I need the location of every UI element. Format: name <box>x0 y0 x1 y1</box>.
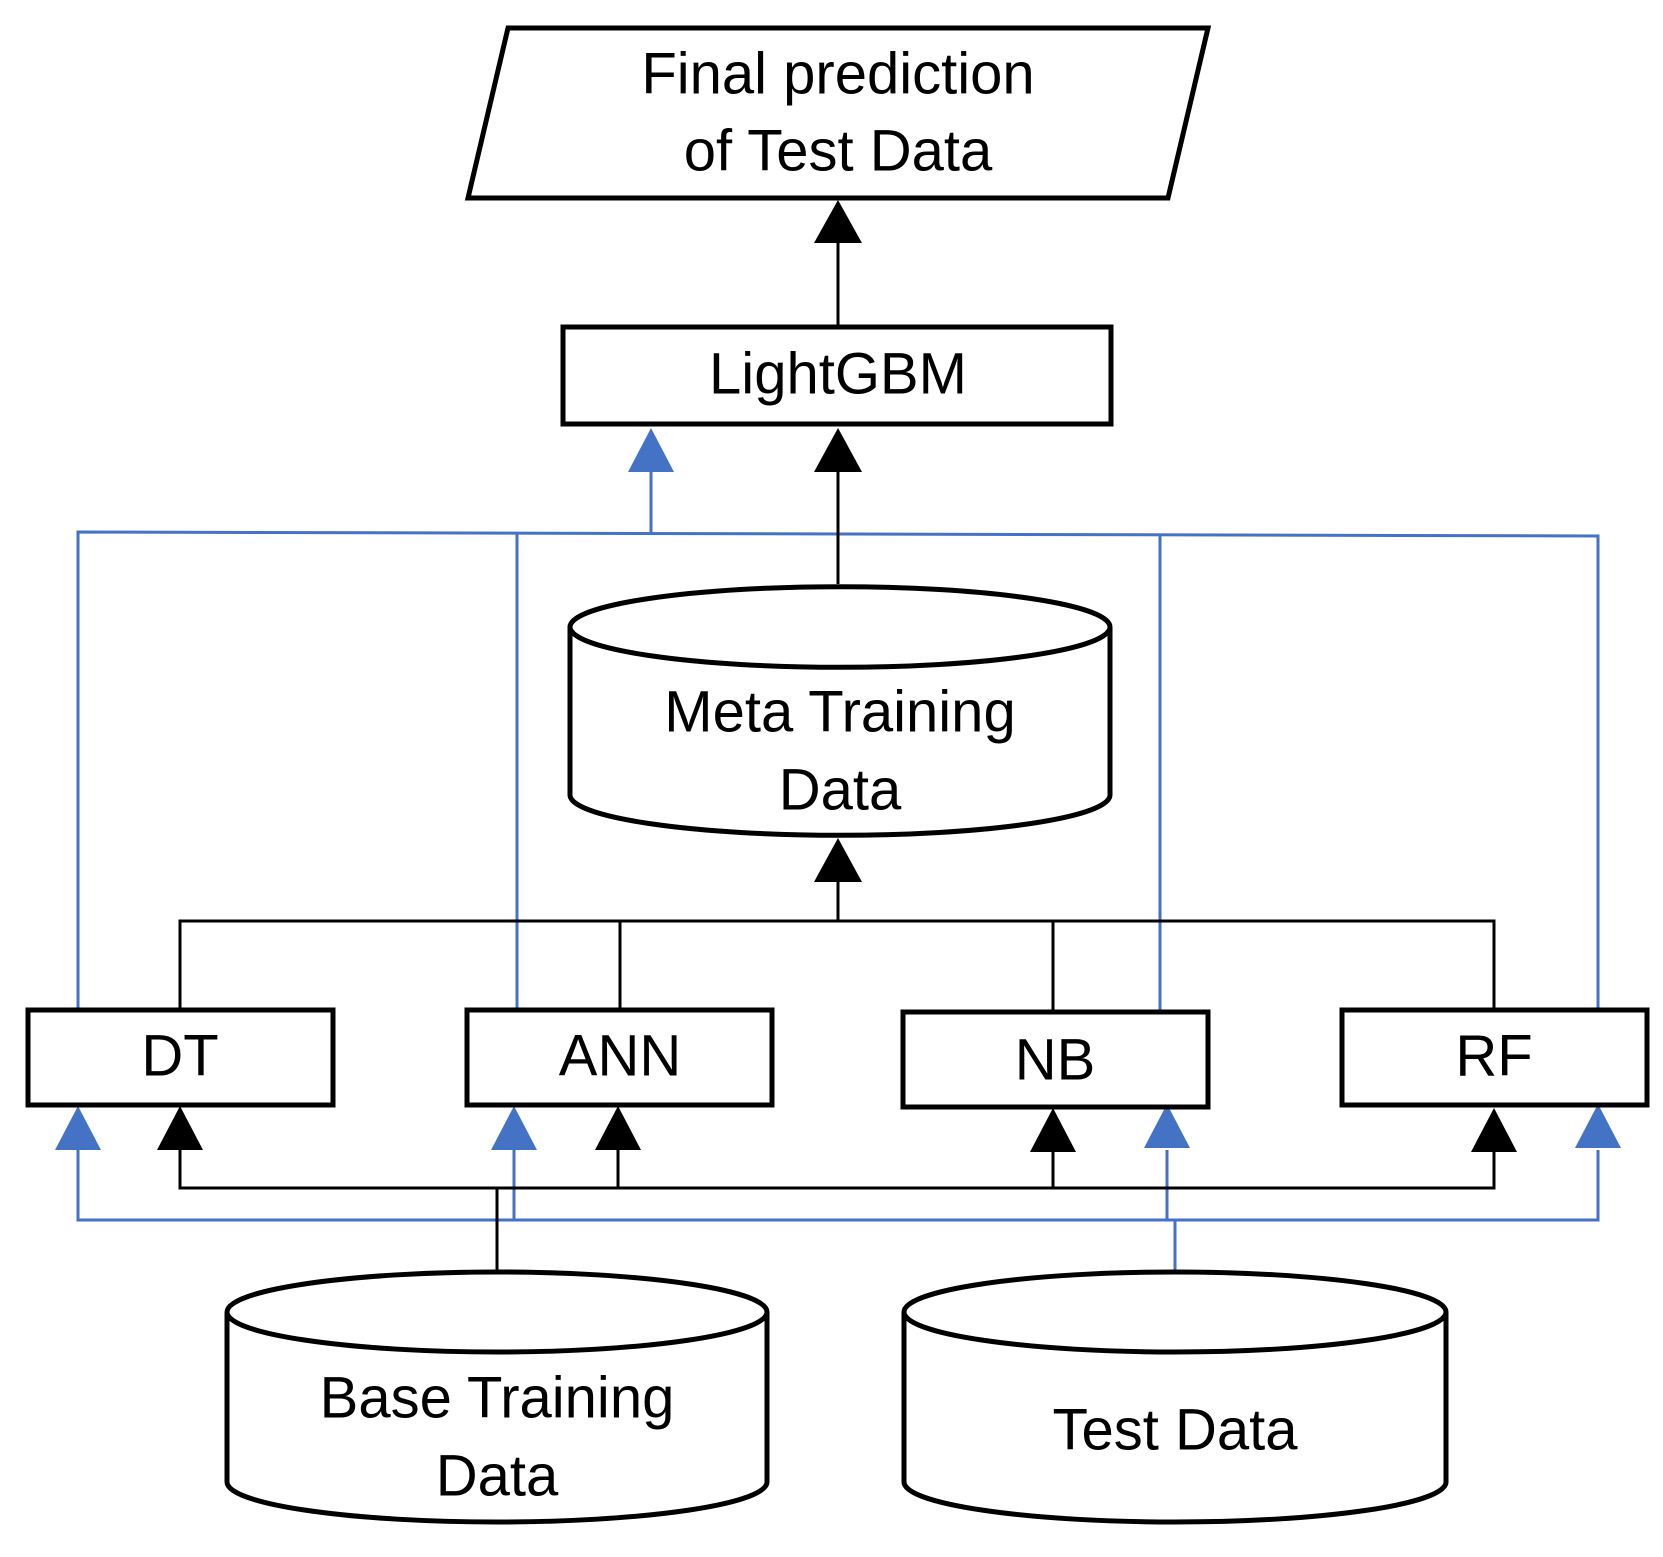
base-model-nb: NB <box>900 1009 1211 1110</box>
test-input-bus <box>76 1150 1600 1222</box>
meta-training-data-label-line1: Meta Training <box>664 679 1015 744</box>
base-training-data-label-line1: Base Training <box>320 1365 675 1430</box>
meta-training-data-node: Meta Training Data <box>567 584 1113 838</box>
arrow-up-icon <box>491 1106 537 1150</box>
rf-label: RF <box>1455 1023 1532 1088</box>
training-flow-lines <box>178 240 1496 1270</box>
base-training-data-node: Base Training Data <box>224 1269 770 1525</box>
base-model-ann: ANN <box>464 1007 775 1108</box>
base-training-data-label-line2: Data <box>436 1443 559 1508</box>
arrow-up-icon <box>814 200 862 243</box>
arrow-up-icon <box>157 1106 203 1150</box>
arrow-up-icon <box>1575 1104 1621 1148</box>
arrow-up-icon <box>1471 1108 1517 1152</box>
meta-training-data-label-line2: Data <box>779 757 902 822</box>
test-data-node: Test Data <box>901 1269 1449 1525</box>
arrowheads <box>55 200 1621 1152</box>
final-prediction-label-line2: of Test Data <box>684 118 993 183</box>
ann-label: ANN <box>559 1023 681 1088</box>
nb-label: NB <box>1015 1027 1096 1092</box>
base-output-bus <box>178 919 1496 1010</box>
arrow-up-icon <box>55 1106 101 1150</box>
arrow-up-icon <box>595 1106 641 1150</box>
final-prediction-label-line1: Final prediction <box>641 41 1034 106</box>
lightgbm-node: LightGBM <box>560 324 1114 427</box>
base-model-dt: DT <box>25 1007 336 1108</box>
base-model-rf: RF <box>1339 1007 1650 1108</box>
final-prediction-node: Final prediction of Test Data <box>464 25 1212 201</box>
lightgbm-label: LightGBM <box>709 341 967 406</box>
base-input-bus <box>178 1150 1496 1190</box>
dt-label: DT <box>141 1023 218 1088</box>
test-data-label: Test Data <box>1053 1397 1299 1462</box>
arrow-up-icon <box>814 838 862 882</box>
arrow-up-icon <box>628 428 674 472</box>
arrow-up-icon <box>1030 1108 1076 1152</box>
arrow-up-icon <box>1144 1104 1190 1148</box>
arrow-up-icon <box>814 428 862 472</box>
